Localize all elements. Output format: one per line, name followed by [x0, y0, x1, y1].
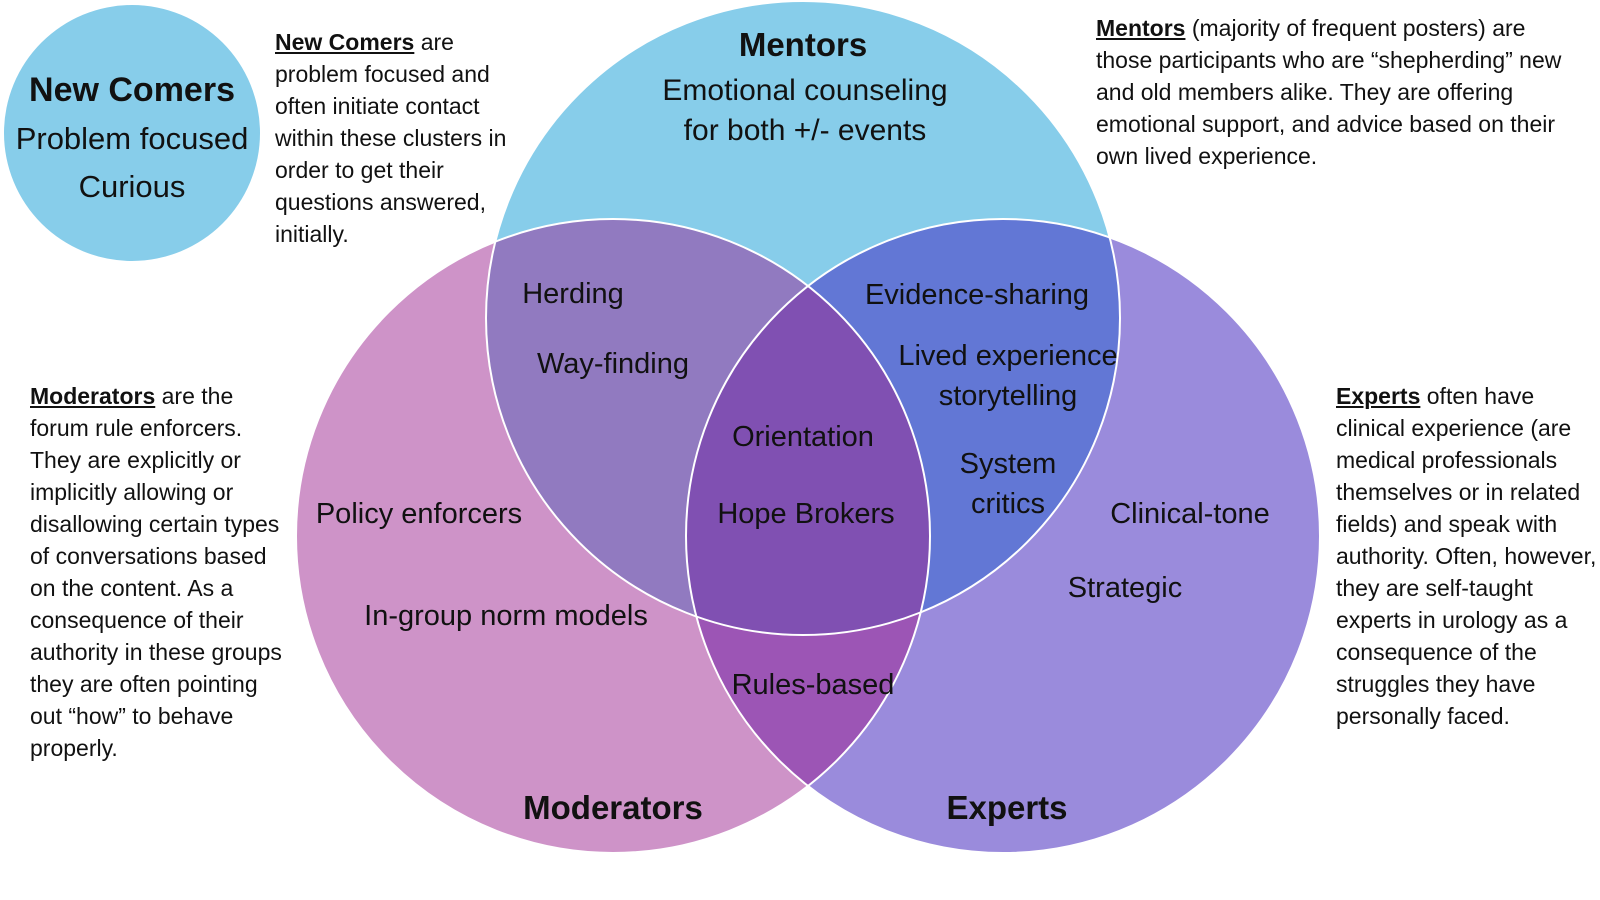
label-orientation: Orientation — [732, 421, 874, 453]
mentors-outline — [485, 0, 1121, 636]
mentors-description-text: (majority of frequent posters) are those… — [1096, 15, 1562, 169]
experts-description: Experts often have clinical experience (… — [1336, 380, 1598, 732]
moderators-title: Moderators — [523, 789, 703, 826]
label-storytelling: storytelling — [939, 380, 1078, 412]
experts-outline — [685, 218, 1321, 854]
label-policy-enforcers: Policy enforcers — [316, 498, 522, 530]
label-system: System — [960, 448, 1057, 480]
newcomers-description-text: are problem focused and often initiate c… — [275, 29, 507, 247]
newcomers-title: New Comers — [29, 71, 235, 109]
label-strategic: Strategic — [1068, 572, 1182, 604]
label-in-group-norm-models: In-group norm models — [364, 600, 648, 632]
label-rules-based: Rules-based — [732, 669, 895, 701]
experts-term: Experts — [1336, 383, 1421, 409]
label-lived-experience: Lived experience — [898, 340, 1117, 372]
mentors-description: Mentors (majority of frequent posters) a… — [1096, 12, 1576, 172]
moderators-description-text: are the forum rule enforcers. They are e… — [30, 383, 282, 761]
label-way-finding: Way-finding — [537, 348, 689, 380]
mentors-body-line-2: for both +/- events — [684, 114, 927, 147]
mentors-body-line-1: Emotional counseling — [662, 74, 947, 107]
label-hope-brokers: Hope Brokers — [717, 498, 894, 530]
moderators-description: Moderators are the forum rule enforcers.… — [30, 380, 286, 764]
newcomers-line-1: Problem focused — [16, 121, 249, 156]
mentors-term: Mentors — [1096, 15, 1186, 41]
moderators-outline — [295, 218, 931, 854]
experts-description-text: often have clinical experience (are medi… — [1336, 383, 1597, 729]
newcomers-description: New Comers are problem focused and often… — [275, 26, 537, 250]
label-herding: Herding — [522, 278, 624, 310]
experts-title: Experts — [946, 789, 1067, 826]
newcomers-circle — [4, 5, 260, 261]
mentors-title: Mentors — [739, 26, 867, 63]
center-overlap — [686, 219, 930, 635]
newcomers-term: New Comers — [275, 29, 415, 55]
label-evidence-sharing: Evidence-sharing — [865, 279, 1089, 311]
newcomers-line-2: Curious — [79, 169, 186, 204]
label-clinical-tone: Clinical-tone — [1110, 498, 1270, 530]
moderators-term: Moderators — [30, 383, 156, 409]
label-critics: critics — [971, 488, 1045, 520]
